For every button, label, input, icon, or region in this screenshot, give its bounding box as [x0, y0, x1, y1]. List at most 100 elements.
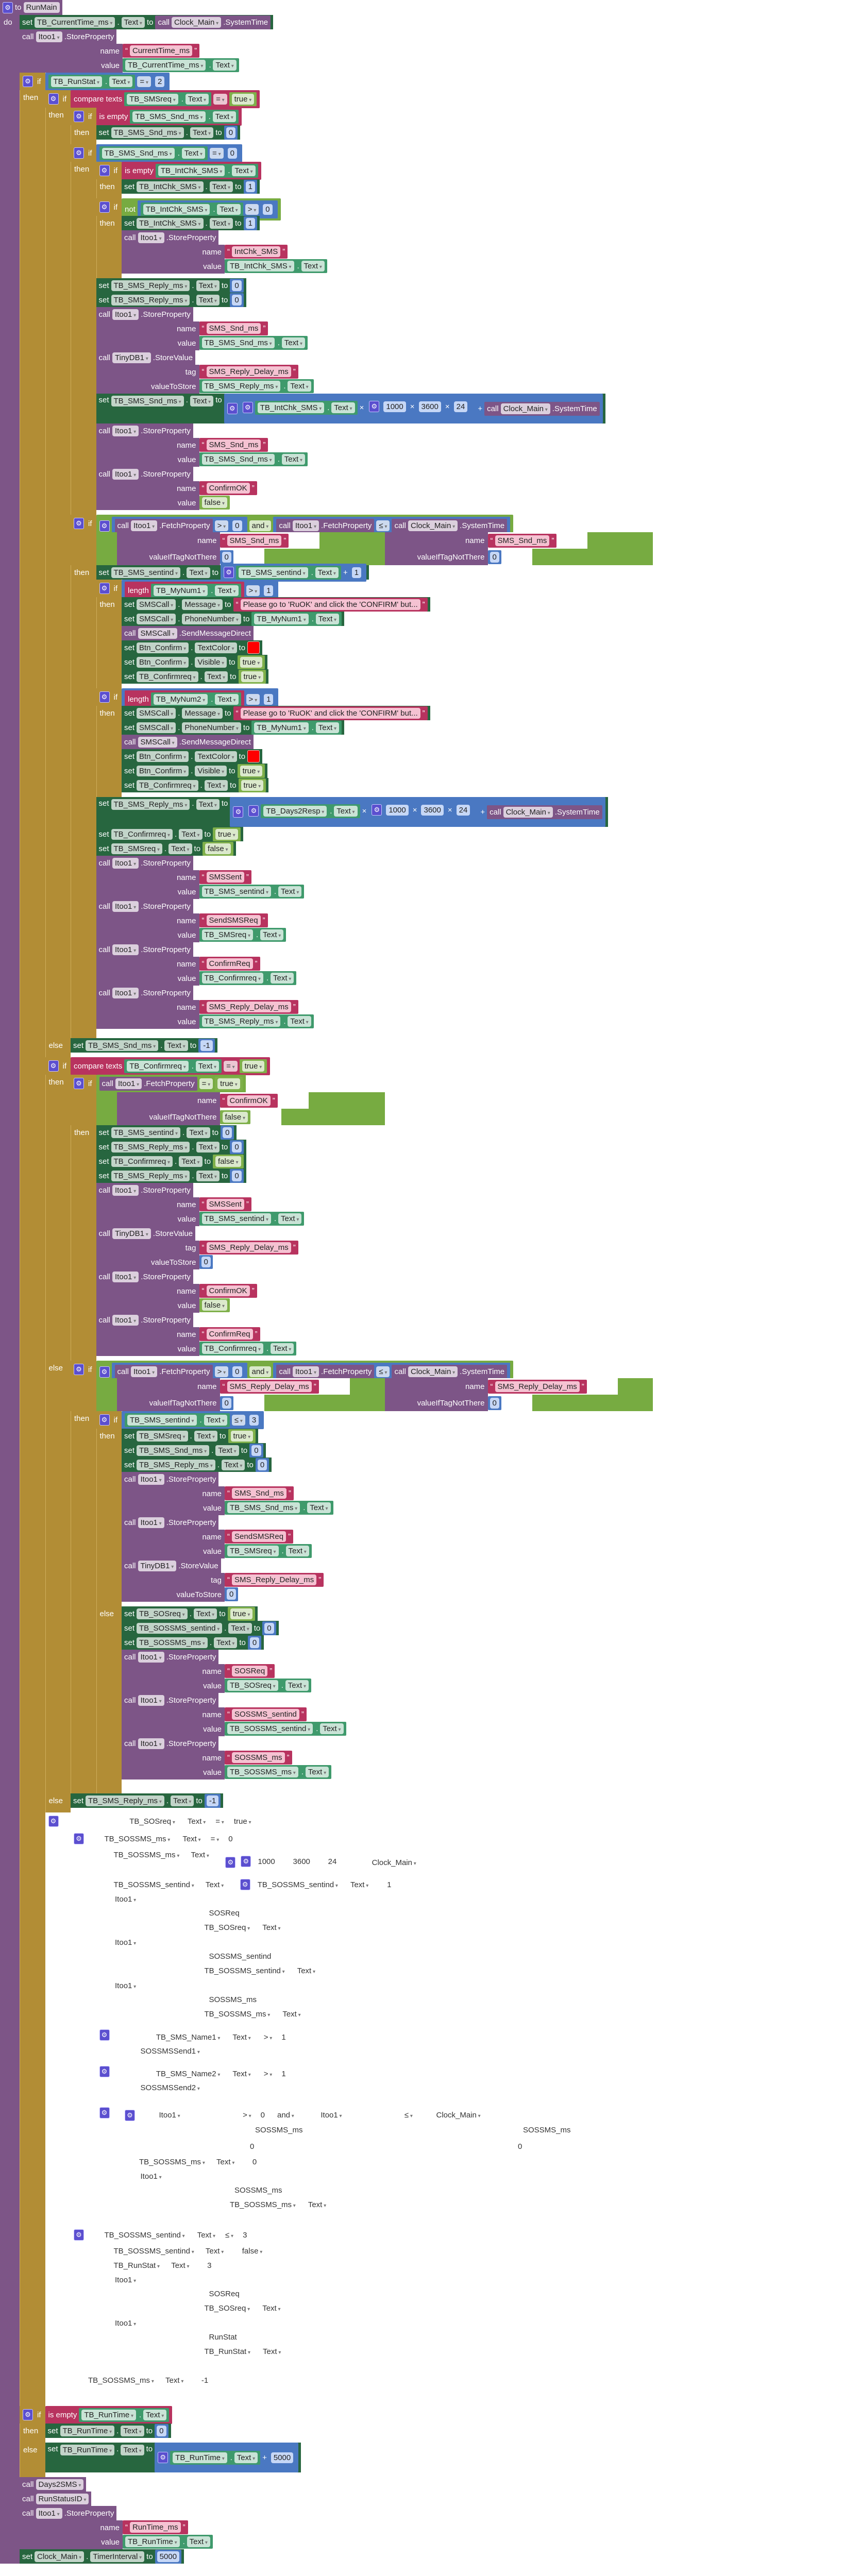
math-block[interactable]: TB_SMS_sentindText≤3: [122, 1411, 264, 1429]
getter-block[interactable]: TB_SMS_sentindText: [199, 1212, 305, 1226]
getter-block[interactable]: TB_MyNum1Text: [251, 720, 342, 735]
gear-icon[interactable]: [99, 520, 110, 532]
component-dropdown[interactable]: Text: [179, 1156, 203, 1167]
string-value[interactable]: SMSSent: [206, 1199, 244, 1210]
string-value[interactable]: SOSSMS_ms: [255, 2125, 303, 2134]
text-string-block[interactable]: ConfirmReq: [199, 1327, 260, 1341]
component-dropdown[interactable]: Text: [194, 1430, 218, 1442]
gear-icon[interactable]: [227, 403, 238, 414]
component-dropdown[interactable]: TB_SMS_sentind: [111, 567, 181, 578]
string-value[interactable]: RunTime_ms: [130, 2522, 181, 2533]
component-dropdown[interactable]: TB_RunStat: [50, 76, 103, 87]
number-block[interactable]: 3: [203, 2259, 216, 2273]
text-string-block[interactable]: SOSSMS_sentind: [199, 1950, 281, 1963]
number-value[interactable]: 0: [228, 1835, 233, 1843]
component-dropdown[interactable]: Text: [187, 1127, 210, 1138]
getter-block[interactable]: TB_SOSreqText: [124, 1815, 211, 1828]
number-block[interactable]: 3600: [416, 399, 443, 414]
number-block[interactable]: 1: [349, 565, 364, 580]
text-string-block[interactable]: SendSMSReq: [199, 913, 268, 927]
property-dropdown[interactable]: Text: [276, 2009, 303, 2020]
component-dropdown[interactable]: Text: [209, 217, 233, 229]
component-dropdown[interactable]: TB_Days2Resp: [263, 805, 327, 817]
number-value[interactable]: 1: [281, 2070, 286, 2078]
component-dropdown[interactable]: TB_SOSSMS_sentind: [255, 1879, 341, 1890]
gear-icon[interactable]: [74, 1078, 84, 1089]
boolean-dropdown[interactable]: true: [240, 765, 263, 776]
component-dropdown[interactable]: Itoo1: [138, 1694, 164, 1706]
component-dropdown[interactable]: TB_RunTime: [125, 2536, 180, 2547]
getter-block[interactable]: TB_ConfirmreqText: [124, 1059, 222, 1073]
property-dropdown[interactable]: Text: [283, 381, 311, 392]
component-dropdown[interactable]: TB_SMS_Reply_ms: [201, 381, 281, 392]
component-dropdown[interactable]: Text: [196, 280, 220, 291]
component-dropdown[interactable]: Visible: [195, 656, 227, 668]
number-value[interactable]: 1: [264, 694, 274, 705]
component-dropdown[interactable]: Itoo1: [292, 1366, 319, 1377]
component-dropdown[interactable]: PhoneNumber: [182, 613, 241, 624]
boolean-block[interactable]: false: [199, 496, 230, 510]
component-dropdown[interactable]: TB_MyNum1: [153, 585, 208, 596]
operator-dropdown[interactable]: =: [213, 94, 227, 105]
setter-block[interactable]: setTB_SMS_sentind.TexttoTB_SMS_sentindTe…: [96, 563, 369, 582]
component-dropdown[interactable]: TB_SMS_sentind: [201, 886, 272, 897]
gear-icon[interactable]: [241, 1856, 251, 1867]
gear-icon[interactable]: [125, 2109, 135, 2121]
number-value[interactable]: 0: [250, 2142, 255, 2151]
number-value[interactable]: 0: [518, 2142, 522, 2151]
component-dropdown[interactable]: Text: [190, 396, 214, 406]
if-block-header[interactable]: if: [96, 2104, 122, 2122]
component-dropdown[interactable]: TB_SMS_Snd_ms: [227, 1502, 300, 1513]
text-string-block[interactable]: SOSReq: [225, 1664, 275, 1678]
component-dropdown[interactable]: Itoo1: [115, 1078, 142, 1089]
boolean-dropdown[interactable]: true: [215, 828, 238, 840]
property-dropdown[interactable]: Text: [226, 2069, 253, 2079]
gear-icon[interactable]: [99, 1366, 110, 1378]
component-dropdown[interactable]: Text: [179, 828, 203, 840]
string-value[interactable]: SMS_Snd_ms: [206, 323, 261, 334]
number-block[interactable]: 24: [454, 803, 473, 817]
text-string-block[interactable]: SMS_Snd_ms: [225, 1486, 294, 1500]
string-value[interactable]: ConfirmOK: [206, 483, 250, 494]
component-dropdown[interactable]: Itoo1: [36, 31, 62, 42]
boolean-block[interactable]: false: [213, 1154, 244, 1168]
component-dropdown[interactable]: TB_SOSSMS_sentind: [227, 1723, 313, 1734]
gear-icon[interactable]: [225, 1857, 236, 1868]
component-dropdown[interactable]: Visible: [195, 765, 227, 776]
getter-block[interactable]: TB_SOSSMS_sentindText: [199, 1964, 321, 1978]
gear-icon[interactable]: [372, 804, 382, 816]
text-string-block[interactable]: SOSSMS_sentind: [225, 1707, 307, 1721]
component-dropdown[interactable]: Text: [222, 1459, 245, 1470]
number-block[interactable]: 2: [153, 75, 167, 89]
property-dropdown[interactable]: Text: [330, 805, 358, 817]
string-value[interactable]: SMS_Snd_ms: [227, 535, 282, 546]
component-dropdown[interactable]: Text: [215, 1445, 239, 1456]
operator-dropdown[interactable]: =: [137, 76, 151, 87]
operator-dropdown[interactable]: =: [199, 1078, 213, 1089]
component-dropdown[interactable]: SMSCall: [137, 613, 176, 624]
text-string-block[interactable]: SMS_Reply_Delay_ms: [199, 1000, 298, 1014]
number-value[interactable]: 0: [232, 280, 242, 291]
gear-icon[interactable]: [74, 1833, 84, 1844]
number-block[interactable]: -1: [204, 1793, 221, 1808]
number-value[interactable]: 2: [155, 76, 165, 87]
boolean-block[interactable]: false: [199, 1298, 230, 1312]
color-swatch[interactable]: [247, 750, 260, 762]
number-value[interactable]: 1000: [383, 401, 406, 412]
number-block[interactable]: 0: [230, 1140, 244, 1154]
number-value[interactable]: 0: [157, 2425, 166, 2436]
component-dropdown[interactable]: Itoo1: [131, 1366, 158, 1377]
property-dropdown[interactable]: Text: [281, 1680, 309, 1691]
